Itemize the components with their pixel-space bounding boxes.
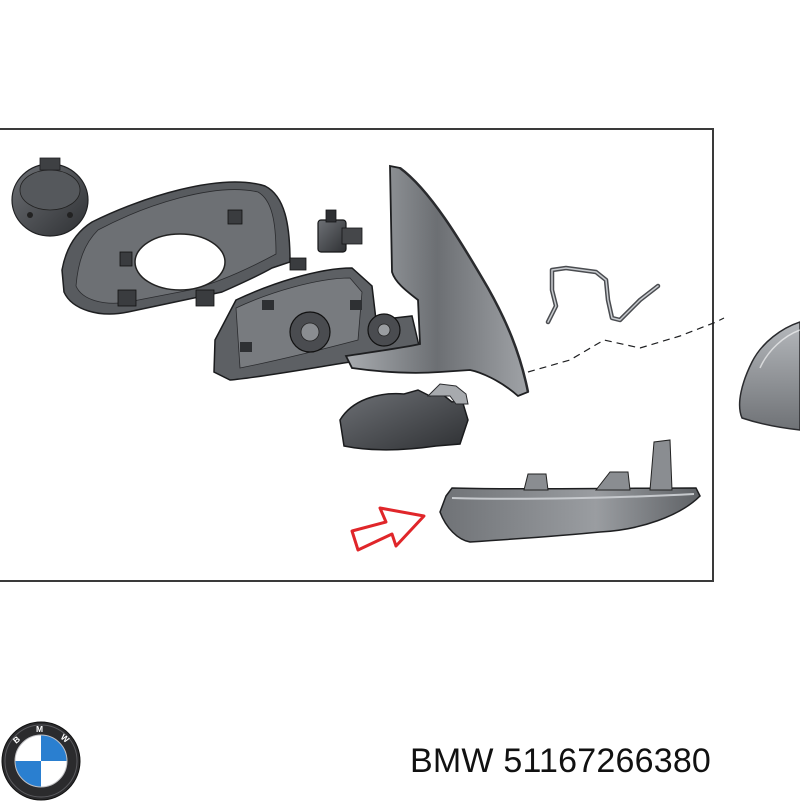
- mirror-base-arm: [344, 164, 530, 398]
- brand-name: BMW: [410, 742, 494, 780]
- bmw-roundel-icon: B M W: [1, 721, 81, 801]
- part-number: 51167266380: [503, 742, 712, 780]
- cover-clip-bracket: [339, 383, 469, 451]
- adjuster-motor: [11, 157, 89, 237]
- mirror-cap: [738, 321, 800, 431]
- indicator-arrow: [350, 506, 426, 552]
- diagram-frame: [0, 128, 714, 582]
- actuator-plug: [317, 209, 363, 253]
- wiring-harness: [527, 265, 725, 373]
- part-caption: BMW 51167266380: [410, 742, 790, 781]
- logo-letter-b: B: [11, 734, 22, 746]
- mirror-housing-frame: [61, 181, 307, 315]
- lower-trim-cover: [439, 439, 701, 543]
- mirror-glass-carrier: [213, 267, 421, 381]
- logo-letter-m: M: [36, 724, 43, 734]
